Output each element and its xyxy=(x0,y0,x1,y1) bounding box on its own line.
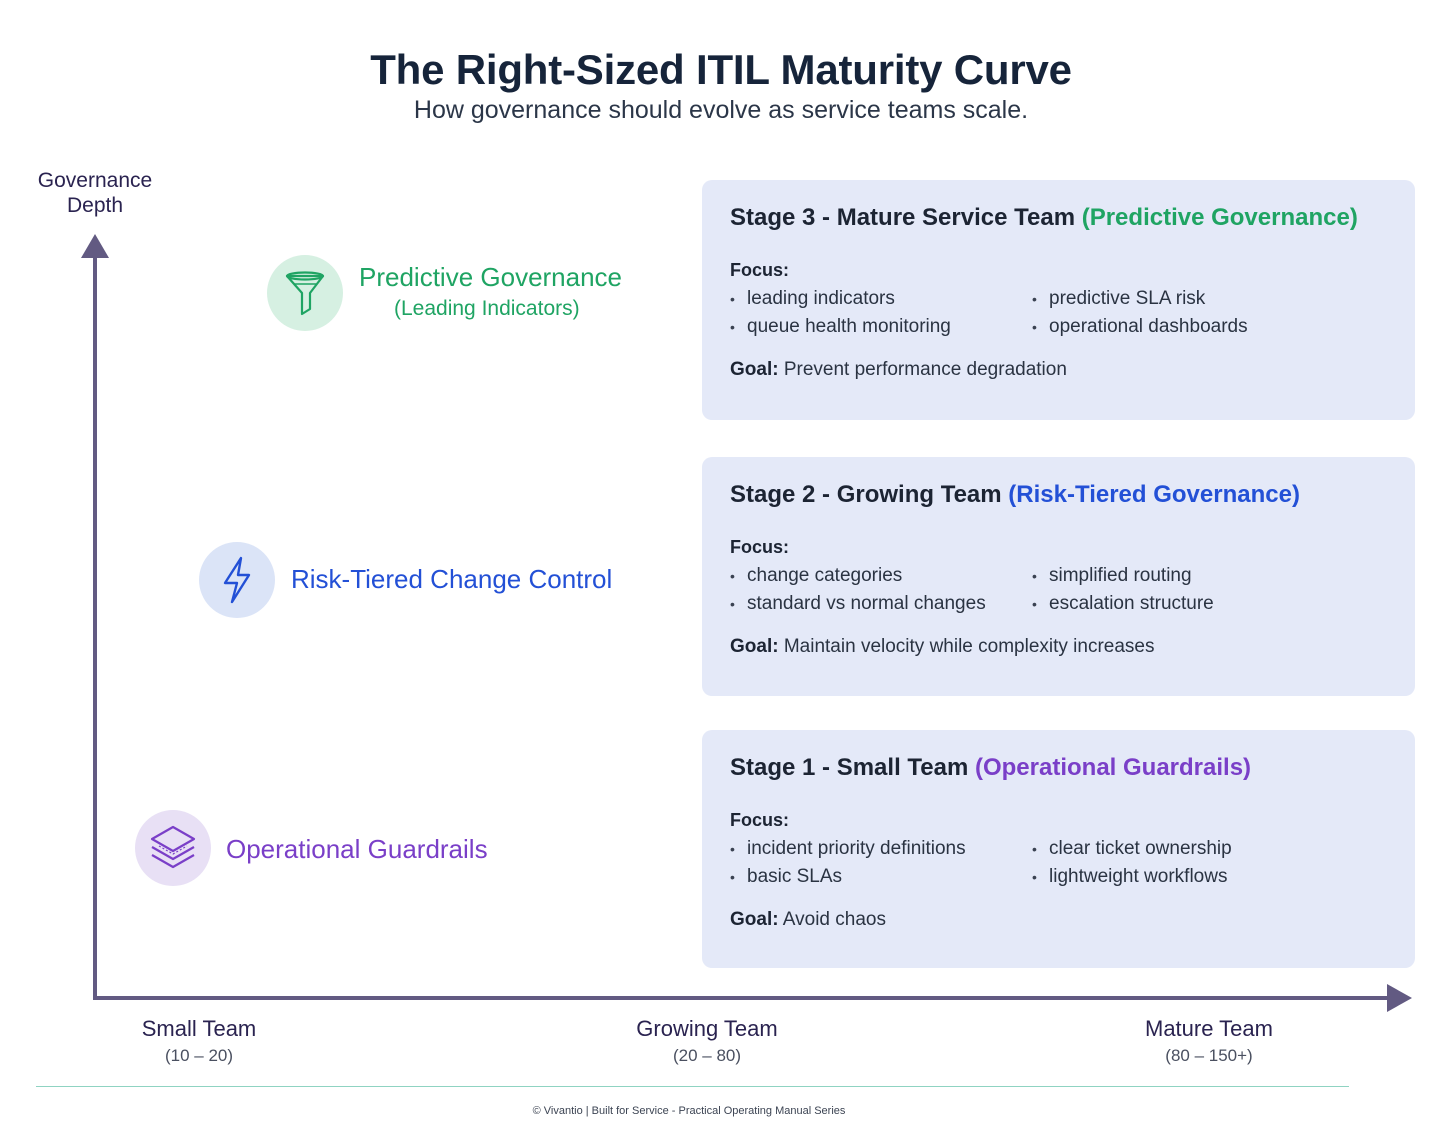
x-tick-range: (10 – 20) xyxy=(164,1046,234,1065)
goal: Goal: Prevent performance degradation xyxy=(730,359,1387,381)
x-tick-name: Small Team xyxy=(141,1016,257,1041)
stage-title: Stage 3 - Mature Service Team xyxy=(730,204,1076,231)
focus-list-left: change categories standard vs normal cha… xyxy=(730,562,1032,618)
goal-label: Goal: xyxy=(730,359,779,380)
stage-card-1: Stage 1 - Small Team (Operational Guardr… xyxy=(702,730,1415,968)
goal-text: Avoid chaos xyxy=(782,909,886,930)
focus-bullets: leading indicators queue health monitori… xyxy=(730,285,1387,341)
x-tick-mature-team: Mature Team (80 – 150+) xyxy=(1089,1016,1329,1066)
focus-label: Focus: xyxy=(730,537,790,557)
list-item: operational dashboards xyxy=(1032,313,1248,341)
focus-list-right: clear ticket ownership lightweight workf… xyxy=(1032,835,1232,891)
x-tick-name: Growing Team xyxy=(636,1016,778,1041)
focus-list-right: simplified routing escalation structure xyxy=(1032,562,1214,618)
stage-title: Stage 1 - Small Team xyxy=(730,754,969,781)
stage-card-3: Stage 3 - Mature Service Team (Predictiv… xyxy=(702,180,1415,420)
funnel-icon xyxy=(267,255,343,331)
x-tick-small-team: Small Team (10 – 20) xyxy=(79,1016,319,1066)
focus-label: Focus: xyxy=(730,810,790,830)
page-title: The Right-Sized ITIL Maturity Curve xyxy=(370,46,1072,93)
y-axis-arrow xyxy=(81,234,109,258)
list-item: predictive SLA risk xyxy=(1032,285,1248,313)
layers-icon xyxy=(135,810,211,886)
goal-label: Goal: xyxy=(730,636,779,657)
goal-text: Prevent performance degradation xyxy=(783,359,1067,380)
focus-list-left: leading indicators queue health monitori… xyxy=(730,285,1032,341)
x-tick-range: (80 – 150+) xyxy=(1165,1046,1253,1065)
list-item: standard vs normal changes xyxy=(730,590,1032,618)
stage-subtitle: (Predictive Governance) xyxy=(1081,204,1358,231)
x-tick-growing-team: Growing Team (20 – 80) xyxy=(587,1016,827,1066)
stage-card-2: Stage 2 - Growing Team (Risk-Tiered Gove… xyxy=(702,457,1415,696)
focus-bullets: change categories standard vs normal cha… xyxy=(730,562,1387,618)
focus-list-left: incident priority definitions basic SLAs xyxy=(730,835,1032,891)
y-axis-label: Governance Depth xyxy=(37,169,153,217)
list-item: change categories xyxy=(730,562,1032,590)
list-item: simplified routing xyxy=(1032,562,1214,590)
page-subtitle: How governance should evolve as service … xyxy=(413,96,1029,124)
stage-card-title: Stage 3 - Mature Service Team (Predictiv… xyxy=(730,204,1387,232)
x-tick-name: Mature Team xyxy=(1145,1016,1273,1041)
lightning-icon xyxy=(199,542,275,618)
list-item: escalation structure xyxy=(1032,590,1214,618)
stage-subtitle: (Risk-Tiered Governance) xyxy=(1008,481,1300,508)
stage-card-title: Stage 1 - Small Team (Operational Guardr… xyxy=(730,754,1387,782)
focus-list-right: predictive SLA risk operational dashboar… xyxy=(1032,285,1248,341)
marker-label-predictive: Predictive Governance xyxy=(359,262,623,292)
stage-card-title: Stage 2 - Growing Team (Risk-Tiered Gove… xyxy=(730,481,1387,509)
x-axis-arrow xyxy=(1387,984,1412,1012)
stage-title: Stage 2 - Growing Team xyxy=(730,481,1002,508)
list-item: queue health monitoring xyxy=(730,313,1032,341)
footer-text: © Vivantio | Built for Service - Practic… xyxy=(532,1105,846,1117)
marker-label-operational: Operational Guardrails xyxy=(226,834,488,864)
focus-label: Focus: xyxy=(730,260,790,280)
goal-text: Maintain velocity while complexity incre… xyxy=(783,636,1155,657)
marker-label-risk-tiered: Risk-Tiered Change Control xyxy=(291,564,613,594)
goal: Goal: Avoid chaos xyxy=(730,909,1387,931)
footer-divider xyxy=(36,1086,1349,1087)
list-item: clear ticket ownership xyxy=(1032,835,1232,863)
x-tick-range: (20 – 80) xyxy=(672,1046,742,1065)
stage-subtitle: (Operational Guardrails) xyxy=(974,754,1252,781)
goal-label: Goal: xyxy=(730,909,779,930)
list-item: basic SLAs xyxy=(730,863,1032,891)
marker-sublabel-predictive: (Leading Indicators) xyxy=(394,297,580,320)
focus-bullets: incident priority definitions basic SLAs… xyxy=(730,835,1387,891)
goal: Goal: Maintain velocity while complexity… xyxy=(730,636,1387,658)
list-item: lightweight workflows xyxy=(1032,863,1232,891)
list-item: incident priority definitions xyxy=(730,835,1032,863)
list-item: leading indicators xyxy=(730,285,1032,313)
